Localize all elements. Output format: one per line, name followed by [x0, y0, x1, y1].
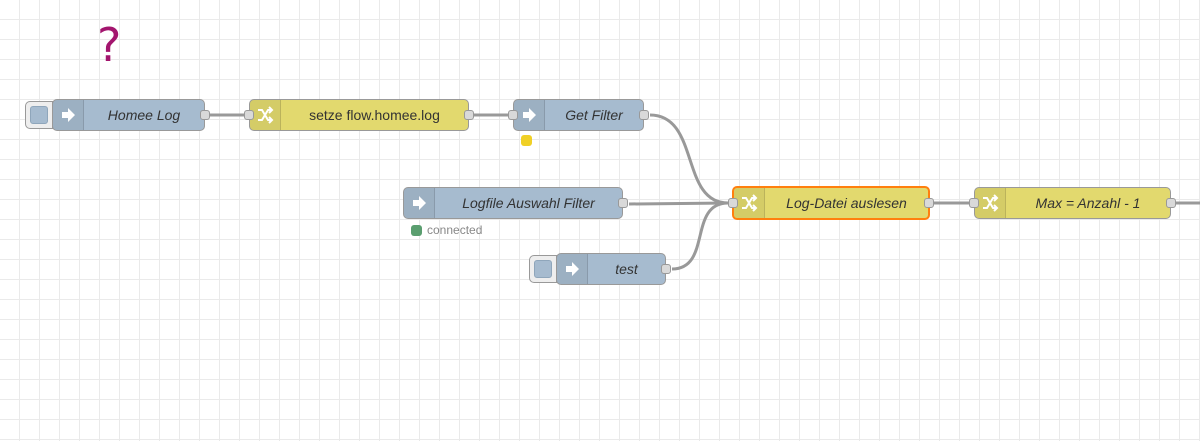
- output-port[interactable]: [639, 110, 649, 120]
- input-port[interactable]: [508, 110, 518, 120]
- status-get-filter: [521, 135, 537, 146]
- arrow-right-icon: [53, 100, 84, 130]
- node-get-filter[interactable]: Get Filter: [508, 99, 649, 131]
- output-port[interactable]: [924, 198, 934, 208]
- output-port[interactable]: [1166, 198, 1176, 208]
- output-port[interactable]: [200, 110, 210, 120]
- output-port[interactable]: [618, 198, 628, 208]
- input-port[interactable]: [244, 110, 254, 120]
- node-label: Homee Log: [107, 107, 181, 123]
- input-port[interactable]: [728, 198, 738, 208]
- wire-getfilter-to-logdatei[interactable]: [649, 113, 729, 205]
- output-port[interactable]: [464, 110, 474, 120]
- node-label: setze flow.homee.log: [309, 107, 440, 123]
- node-test[interactable]: test: [529, 253, 671, 285]
- arrow-right-icon: [557, 254, 588, 284]
- wire-test-to-logdatei[interactable]: [671, 201, 729, 271]
- shuffle-icon: [734, 188, 765, 218]
- wire-logfile-to-logdatei[interactable]: [628, 201, 729, 206]
- status-dot: [411, 224, 422, 236]
- arrow-right-icon: [404, 188, 435, 218]
- question-mark-annotation: ?: [97, 18, 122, 72]
- node-log-datei-auslesen[interactable]: Log-Datei auslesen: [728, 186, 934, 220]
- node-setze-flow[interactable]: setze flow.homee.log: [244, 99, 474, 131]
- node-max-anzahl[interactable]: Max = Anzahl - 1: [969, 187, 1176, 219]
- status-text: connected: [427, 223, 483, 237]
- inject-button[interactable]: [529, 255, 557, 283]
- shuffle-icon: [975, 188, 1006, 218]
- input-port[interactable]: [969, 198, 979, 208]
- shuffle-icon: [250, 100, 281, 130]
- node-logfile-auswahl-filter[interactable]: Logfile Auswahl Filter: [403, 187, 628, 219]
- arrow-right-icon: [514, 100, 545, 130]
- status-logfile-filter: connected: [411, 223, 482, 237]
- node-homee-log[interactable]: Homee Log: [25, 99, 210, 131]
- node-label: Logfile Auswahl Filter: [462, 195, 595, 211]
- inject-button[interactable]: [25, 101, 53, 129]
- node-label: test: [615, 261, 638, 277]
- node-label: Log-Datei auslesen: [786, 195, 907, 211]
- node-label: Max = Anzahl - 1: [1035, 195, 1141, 211]
- output-port[interactable]: [661, 264, 671, 274]
- node-label: Get Filter: [565, 107, 623, 123]
- status-dot: [521, 135, 532, 146]
